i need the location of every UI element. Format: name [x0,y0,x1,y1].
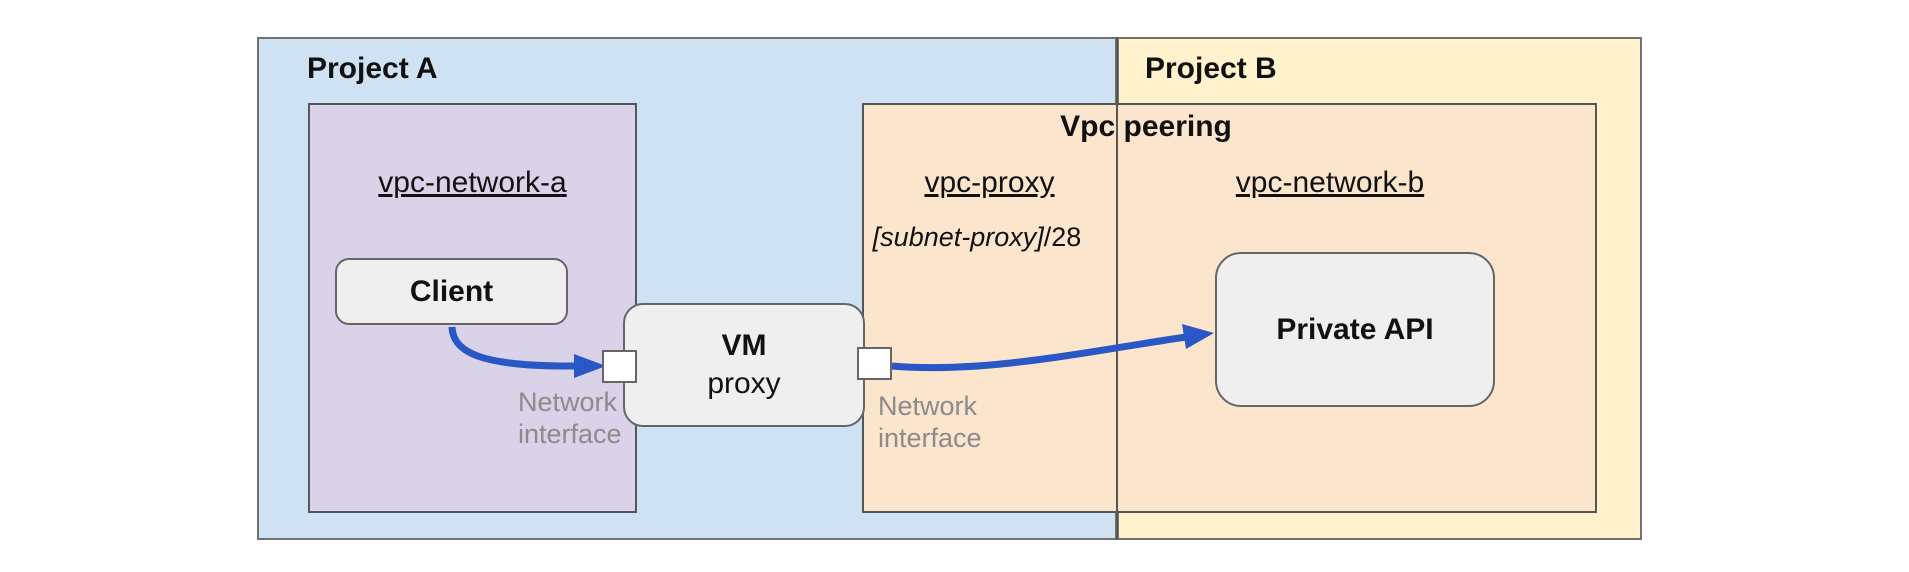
vm-proxy-node: VM proxy [623,303,865,427]
subnet-proxy-suffix: /28 [1043,222,1082,252]
subnet-proxy-italic-part: [subnet-proxy] [872,222,1044,252]
project-a-label: Project A [307,52,438,85]
client-label: Client [409,274,494,308]
private-api-node: Private API [1215,252,1495,407]
network-interface-left-line1: Network [518,387,618,417]
vm-proxy-sublabel: proxy [707,367,781,400]
client-node: Client [335,258,568,325]
network-interface-square-right [857,347,892,380]
vpc-network-a-label: vpc-network-a [378,166,567,199]
network-interface-label-right: Network interface [878,390,982,454]
network-interface-square-left [602,350,637,383]
vpc-network-b-label: vpc-network-b [1235,166,1425,199]
project-b-label: Project B [1145,52,1277,85]
subnet-proxy-label: [subnet-proxy]/28 [837,222,1117,253]
network-interface-right-line1: Network [878,391,978,421]
network-interface-right-line2: interface [878,423,982,453]
private-api-label: Private API [1276,312,1434,346]
network-interface-label-left: Network interface [518,386,622,450]
project-boundary-line [1116,37,1118,540]
network-interface-left-line2: interface [518,419,622,449]
vpc-proxy-label: vpc-proxy [924,166,1055,199]
vm-label: VM [721,329,767,362]
vpc-peering-title: Vpc peering [1060,110,1232,143]
